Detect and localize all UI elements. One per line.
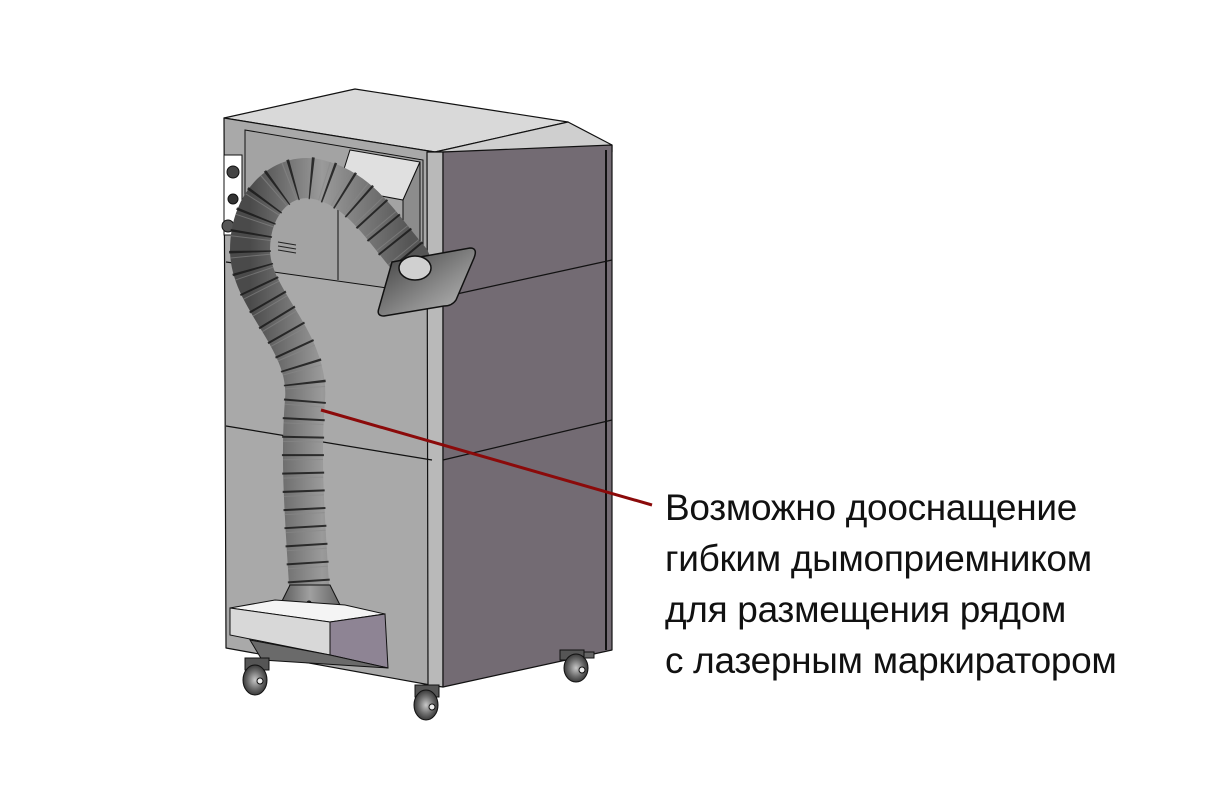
intake-box: [229, 599, 389, 669]
callout-leader-line: [320, 408, 653, 507]
cabinet-edge: [426, 151, 444, 688]
callout-line-4: с лазерным маркиратором: [665, 640, 1117, 681]
callout-text: Возможно дооснащение гибким дымоприемник…: [665, 482, 1117, 686]
connector-socket-icon: [227, 193, 239, 205]
flexible-hose: [228, 157, 430, 620]
caster-front-left: [242, 657, 270, 696]
caster-front-right: [413, 684, 440, 721]
caster-rear-right: [559, 649, 595, 683]
front-seam-lower: [225, 425, 433, 461]
casters: [242, 649, 595, 721]
callout-line-1: Возможно дооснащение: [665, 487, 1077, 528]
connector-knob-icon: [226, 165, 240, 179]
callout-line-3: для размещения рядом: [665, 589, 1067, 630]
callout-line-2: гибким дымоприемником: [665, 538, 1092, 579]
fume-nozzle: [377, 247, 477, 317]
cabinet-side: [442, 144, 613, 688]
side-seam-upper: [442, 259, 613, 298]
